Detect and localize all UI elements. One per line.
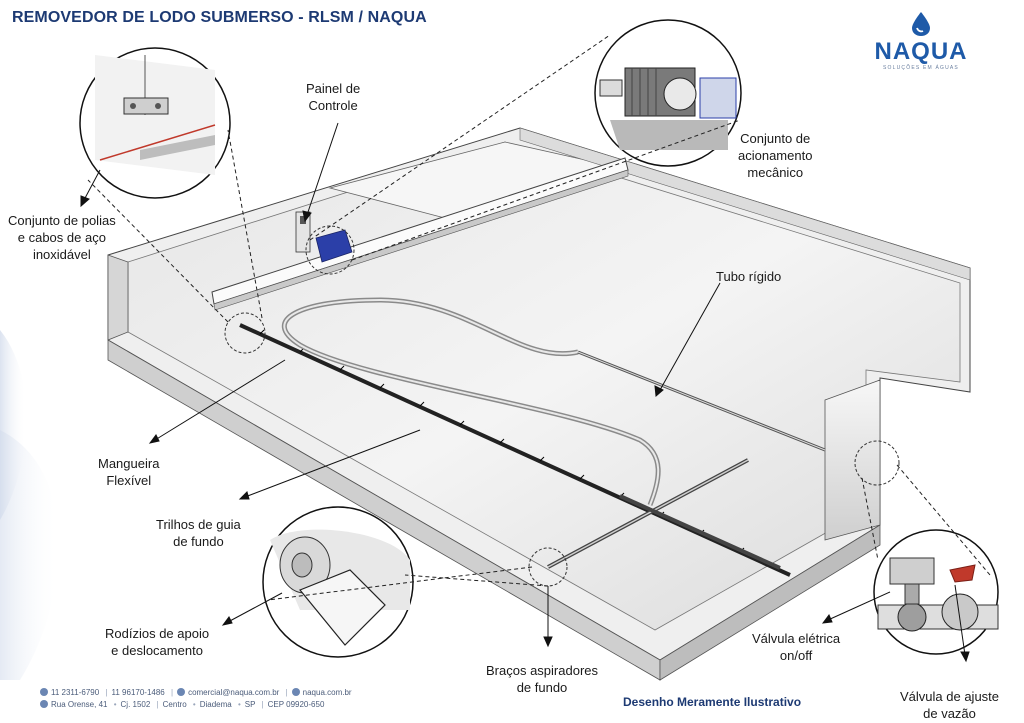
label-polias-cabos: Conjunto de polias e cabos de aço inoxid…	[8, 213, 116, 262]
email-icon	[177, 688, 186, 696]
label-tubo-rigido: Tubo rígido	[716, 269, 782, 284]
control-panel-equipment	[295, 211, 353, 263]
footer-address-state: SP	[244, 700, 256, 709]
water-drop-icon	[912, 12, 930, 36]
footer-address-district: Centro	[162, 700, 187, 709]
footer-phone: 11 2311-6790	[51, 688, 100, 697]
pointer-arrows	[80, 122, 970, 663]
diagram-title: REMOVEDOR DE LODO SUBMERSO - RLSM / NAQU…	[12, 9, 427, 26]
logo-tagline: Soluções em águas	[883, 65, 959, 71]
rigid-tube	[577, 350, 826, 452]
logo-brand: NAQUA	[874, 38, 968, 65]
naqua-logo: NAQUA Soluções em águas	[866, 10, 976, 78]
globe-icon	[291, 688, 300, 696]
pulley-detail	[95, 55, 216, 175]
footer-address-cep: CEP 09920-650	[267, 700, 325, 709]
label-valvula-eletrica: Válvula elétrica on/off	[752, 631, 841, 663]
label-valvula-ajuste: Válvula de ajuste de vazão	[900, 689, 1000, 721]
bridge-walkway	[211, 157, 629, 311]
footer-site[interactable]: naqua.com.br	[302, 688, 352, 697]
suction-arms	[547, 458, 781, 570]
footer-address-row: Rua Orense, 41 •Cj. 1502 |Centro •Diadem…	[40, 699, 352, 711]
phone-icon	[40, 688, 48, 696]
valve-detail	[877, 557, 999, 632]
footer-contact-row: 11 2311-6790 |11 96170-1486 |comercial@n…	[40, 687, 352, 699]
wheel-detail	[270, 529, 410, 646]
label-acionamento-mecanico: Conjunto de acionamento mecânico	[738, 131, 813, 180]
label-rodizios: Rodízios de apoio e deslocamento	[105, 626, 210, 658]
location-icon	[40, 700, 48, 708]
label-trilhos-guia: Trilhos de guia de fundo	[156, 517, 241, 549]
disclaimer-text: Desenho Meramente Ilustrativo	[623, 695, 802, 709]
label-mangueira-flexivel: Mangueira Flexível	[98, 456, 160, 488]
footer-contacts: 11 2311-6790 |11 96170-1486 |comercial@n…	[40, 687, 352, 711]
footer-address-city: Diadema	[199, 700, 232, 709]
connector-lines	[87, 34, 991, 601]
footer-mobile: 11 96170-1486	[111, 688, 165, 697]
label-painel-controle: Painel de Controle	[306, 81, 361, 113]
tank-structure	[107, 127, 971, 681]
footer-address-street: Rua Orense, 41	[51, 700, 108, 709]
drive-detail	[599, 67, 737, 150]
footer-email[interactable]: comercial@naqua.com.br	[188, 688, 280, 697]
background-wave	[0, 330, 59, 680]
footer-address-unit: Cj. 1502	[120, 700, 151, 709]
label-bracos-aspiradores: Braços aspiradores de fundo	[486, 663, 598, 695]
